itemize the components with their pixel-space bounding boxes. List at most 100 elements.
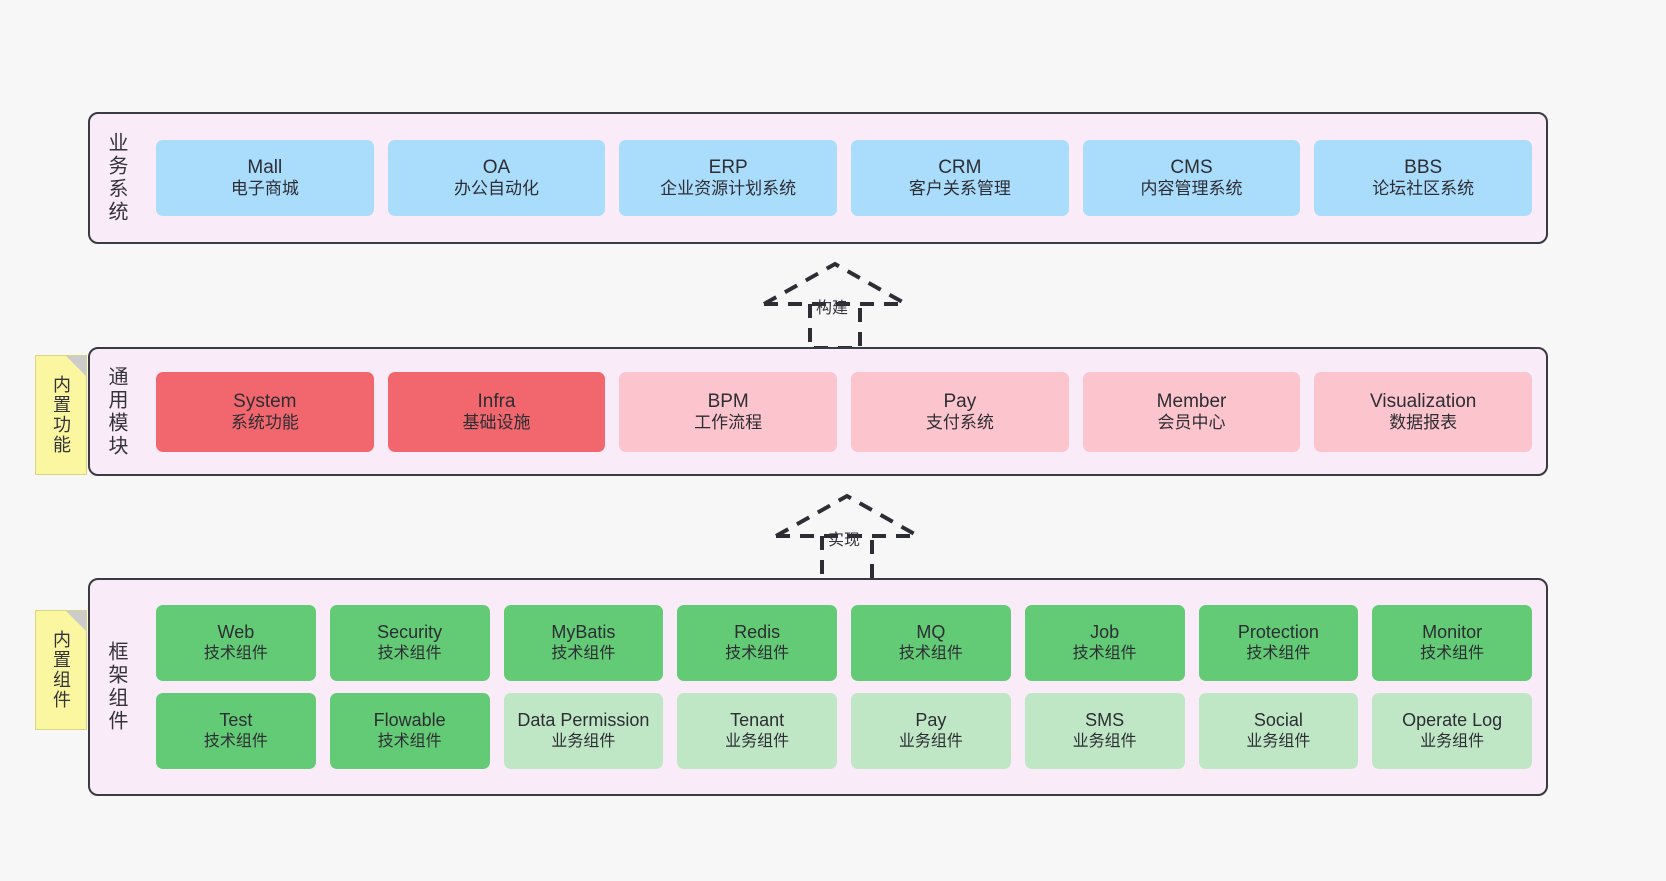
box-test[interactable]: Test 技术组件 (156, 693, 316, 769)
box-subtitle: 数据报表 (1389, 412, 1458, 432)
box-mybatis[interactable]: MyBatis 技术组件 (503, 605, 664, 681)
box-cms[interactable]: CMS 内容管理系统 (1082, 140, 1301, 216)
box-system[interactable]: System 系统功能 (156, 371, 374, 452)
box-subtitle: 系统功能 (230, 412, 299, 432)
box-title: MQ (916, 622, 946, 643)
box-subtitle: 业务组件 (1246, 733, 1311, 751)
note-fold-icon (66, 356, 86, 376)
box-pay-component[interactable]: Pay 业务组件 (851, 693, 1011, 769)
box-title: BPM (707, 390, 749, 412)
box-subtitle: 技术组件 (725, 645, 790, 663)
box-subtitle: 技术组件 (203, 645, 268, 663)
box-social[interactable]: Social 业务组件 (1198, 693, 1359, 769)
box-title: ERP (708, 157, 748, 179)
layer-framework-components: 框架组件 Web 技术组件 Security 技术组件 MyBatis 技术组件… (88, 578, 1548, 796)
box-title: Pay (915, 710, 947, 731)
note-text: 内置功能 (51, 375, 71, 455)
box-title: System (233, 390, 297, 412)
box-subtitle: 支付系统 (925, 412, 994, 432)
box-subtitle: 技术组件 (1072, 645, 1137, 663)
connector-build: 构建 (760, 258, 910, 350)
box-subtitle: 技术组件 (551, 645, 616, 663)
box-subtitle: 内容管理系统 (1140, 179, 1243, 199)
box-title: Monitor (1422, 622, 1483, 643)
box-oa[interactable]: OA 办公自动化 (387, 140, 606, 216)
box-crm[interactable]: CRM 客户关系管理 (851, 140, 1069, 216)
box-visualization[interactable]: Visualization 数据报表 (1314, 371, 1533, 452)
box-subtitle: 技术组件 (1420, 645, 1485, 663)
generalization-triangle-icon (775, 493, 919, 538)
box-web[interactable]: Web 技术组件 (156, 605, 316, 681)
layer-body-business-systems: Mall 电子商城 OA 办公自动化 ERP 企业资源计划系统 CRM 客户关系… (142, 114, 1546, 242)
box-title: Flowable (373, 710, 446, 731)
generalization-triangle-icon (763, 261, 907, 306)
box-title: MyBatis (551, 622, 616, 643)
box-title: Protection (1237, 622, 1319, 643)
box-subtitle: 业务组件 (1072, 733, 1137, 751)
box-monitor[interactable]: Monitor 技术组件 (1372, 605, 1532, 681)
note-builtin-component: 内置组件 (35, 610, 87, 730)
box-title: SMS (1085, 710, 1125, 731)
box-bpm[interactable]: BPM 工作流程 (619, 371, 838, 452)
box-protection[interactable]: Protection 技术组件 (1198, 605, 1359, 681)
layer-body-common-modules: System 系统功能 Infra 基础设施 BPM 工作流程 Pay 支付系统… (142, 349, 1546, 474)
note-fold-icon (66, 611, 86, 631)
framework-row-technical: Web 技术组件 Security 技术组件 MyBatis 技术组件 Redi… (156, 605, 1532, 681)
box-subtitle: 技术组件 (377, 645, 442, 663)
box-title: BBS (1404, 157, 1443, 179)
box-subtitle: 客户关系管理 (908, 179, 1011, 199)
box-pay[interactable]: Pay 支付系统 (851, 371, 1069, 452)
connector-implement: 实现 (772, 490, 922, 582)
framework-row-business: Test 技术组件 Flowable 技术组件 Data Permission … (156, 693, 1532, 769)
layer-title-common-modules: 通用模块 (105, 365, 127, 458)
box-redis[interactable]: Redis 技术组件 (677, 605, 837, 681)
box-title: Infra (477, 390, 516, 412)
box-subtitle: 技术组件 (377, 733, 442, 751)
box-subtitle: 电子商城 (230, 179, 299, 199)
box-flowable[interactable]: Flowable 技术组件 (329, 693, 490, 769)
box-subtitle: 业务组件 (725, 733, 790, 751)
box-subtitle: 基础设施 (462, 412, 531, 432)
box-title: CRM (938, 157, 982, 179)
box-member[interactable]: Member 会员中心 (1082, 371, 1301, 452)
box-subtitle: 技术组件 (203, 733, 268, 751)
box-operate-log[interactable]: Operate Log 业务组件 (1372, 693, 1532, 769)
box-title: Redis (734, 622, 781, 643)
box-title: Visualization (1370, 390, 1477, 412)
box-subtitle: 办公自动化 (454, 179, 539, 199)
box-title: Web (217, 622, 255, 643)
box-subtitle: 会员中心 (1157, 412, 1226, 432)
box-subtitle: 技术组件 (898, 645, 963, 663)
box-bbs[interactable]: BBS 论坛社区系统 (1314, 140, 1533, 216)
box-title: Security (377, 622, 443, 643)
box-mq[interactable]: MQ 技术组件 (851, 605, 1011, 681)
box-subtitle: 业务组件 (551, 733, 616, 751)
box-title: Social (1253, 710, 1303, 731)
box-tenant[interactable]: Tenant 业务组件 (677, 693, 837, 769)
box-subtitle: 业务组件 (1420, 733, 1485, 751)
note-text: 内置组件 (51, 630, 71, 710)
layer-body-framework-components: Web 技术组件 Security 技术组件 MyBatis 技术组件 Redi… (142, 580, 1546, 794)
box-subtitle: 论坛社区系统 (1372, 179, 1475, 199)
box-subtitle: 工作流程 (694, 412, 763, 432)
layer-business-systems: 业务系统 Mall 电子商城 OA 办公自动化 ERP 企业资源计划系统 CRM… (88, 112, 1548, 244)
box-subtitle: 业务组件 (898, 733, 963, 751)
box-mall[interactable]: Mall 电子商城 (156, 140, 374, 216)
box-subtitle: 技术组件 (1246, 645, 1311, 663)
box-title: OA (482, 157, 511, 179)
box-security[interactable]: Security 技术组件 (329, 605, 490, 681)
note-builtin-function: 内置功能 (35, 355, 87, 475)
box-erp[interactable]: ERP 企业资源计划系统 (619, 140, 838, 216)
box-title: Operate Log (1402, 710, 1503, 731)
layer-title-framework-components: 框架组件 (105, 641, 127, 733)
box-data-permission[interactable]: Data Permission 业务组件 (503, 693, 664, 769)
box-title: Tenant (730, 710, 785, 731)
box-infra[interactable]: Infra 基础设施 (387, 371, 606, 452)
box-title: Test (219, 710, 253, 731)
box-sms[interactable]: SMS 业务组件 (1024, 693, 1185, 769)
box-job[interactable]: Job 技术组件 (1024, 605, 1185, 681)
layer-title-business-systems: 业务系统 (105, 132, 127, 224)
box-title: Member (1156, 390, 1227, 412)
box-title: Mall (247, 157, 283, 179)
